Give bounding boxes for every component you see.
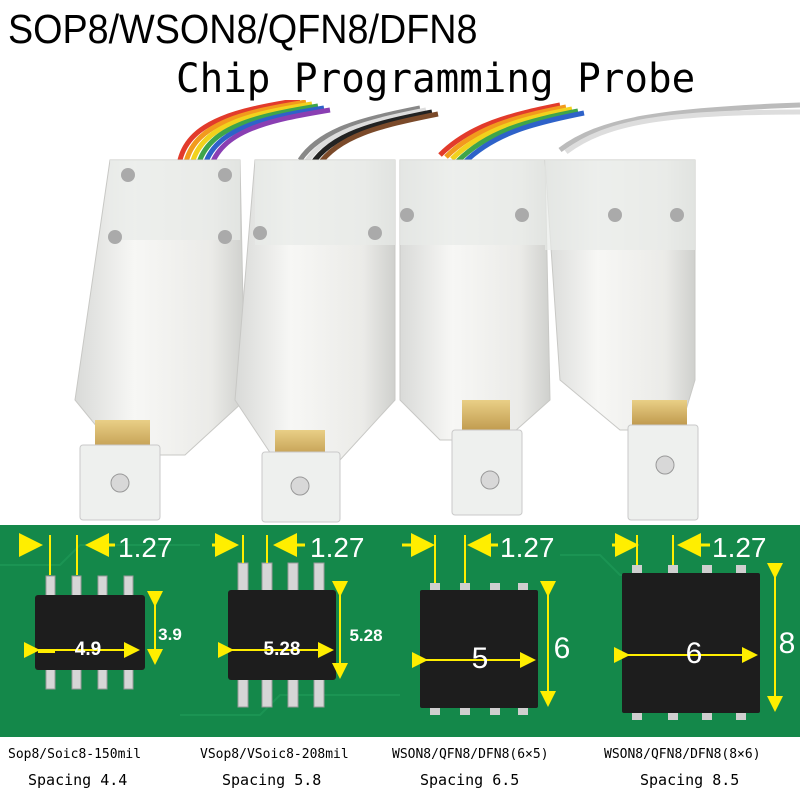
probe-1 xyxy=(74,159,246,521)
ribbon-cables xyxy=(177,100,800,171)
chip-1-spacing: Spacing 4.4 xyxy=(28,771,128,789)
chip-2-spacing: Spacing 5.8 xyxy=(222,771,322,789)
chip-1-height: 3.9 xyxy=(158,625,182,644)
chip-4-spacing: Spacing 8.5 xyxy=(640,771,740,789)
chip-diagrams: 1.27 4.9 3.9 1.27 5.28 5.28 1.27 5 6 1.2… xyxy=(0,532,796,720)
chip-2-pitch: 1.27 xyxy=(310,532,365,563)
chip-4-pitch: 1.27 xyxy=(712,532,767,563)
probe-2 xyxy=(234,159,396,523)
pcb-board: 1.27 4.9 3.9 1.27 5.28 5.28 1.27 5 6 1.2… xyxy=(0,525,800,737)
probe-photo xyxy=(74,100,800,523)
chip-1-caption: Sop8/Soic8-150mil xyxy=(8,747,142,762)
chip-3-width: 5 xyxy=(472,642,489,675)
chip-1-width: 4.9 xyxy=(75,639,101,660)
chip-3-spacing: Spacing 6.5 xyxy=(420,771,520,789)
chip-3-pitch: 1.27 xyxy=(500,532,555,563)
probe-4 xyxy=(544,159,699,521)
chip-4-width: 6 xyxy=(686,637,703,670)
chip-2-height: 5.28 xyxy=(349,626,382,645)
chip-1-sop8 xyxy=(19,533,163,690)
probe-3 xyxy=(399,159,551,516)
title-line-2: Chip Programming Probe xyxy=(176,56,696,102)
chip-3-wson-6x5 xyxy=(402,533,556,715)
chip-3-caption: WSON8/QFN8/DFN8(6×5) xyxy=(392,747,549,762)
chip-1-pitch: 1.27 xyxy=(118,532,173,563)
chip-4-height: 8 xyxy=(779,627,796,660)
chip-4-wson-8x6 xyxy=(612,533,783,720)
chip-2-vsop8 xyxy=(212,533,348,708)
chip-3-height: 6 xyxy=(554,632,571,665)
chip-2-caption: VSop8/VSoic8-208mil xyxy=(200,747,349,762)
chip-2-width: 5.28 xyxy=(264,639,301,660)
title-line-1: SOP8/WSON8/QFN8/DFN8 xyxy=(8,6,478,52)
chip-4-caption: WSON8/QFN8/DFN8(8×6) xyxy=(604,747,761,762)
